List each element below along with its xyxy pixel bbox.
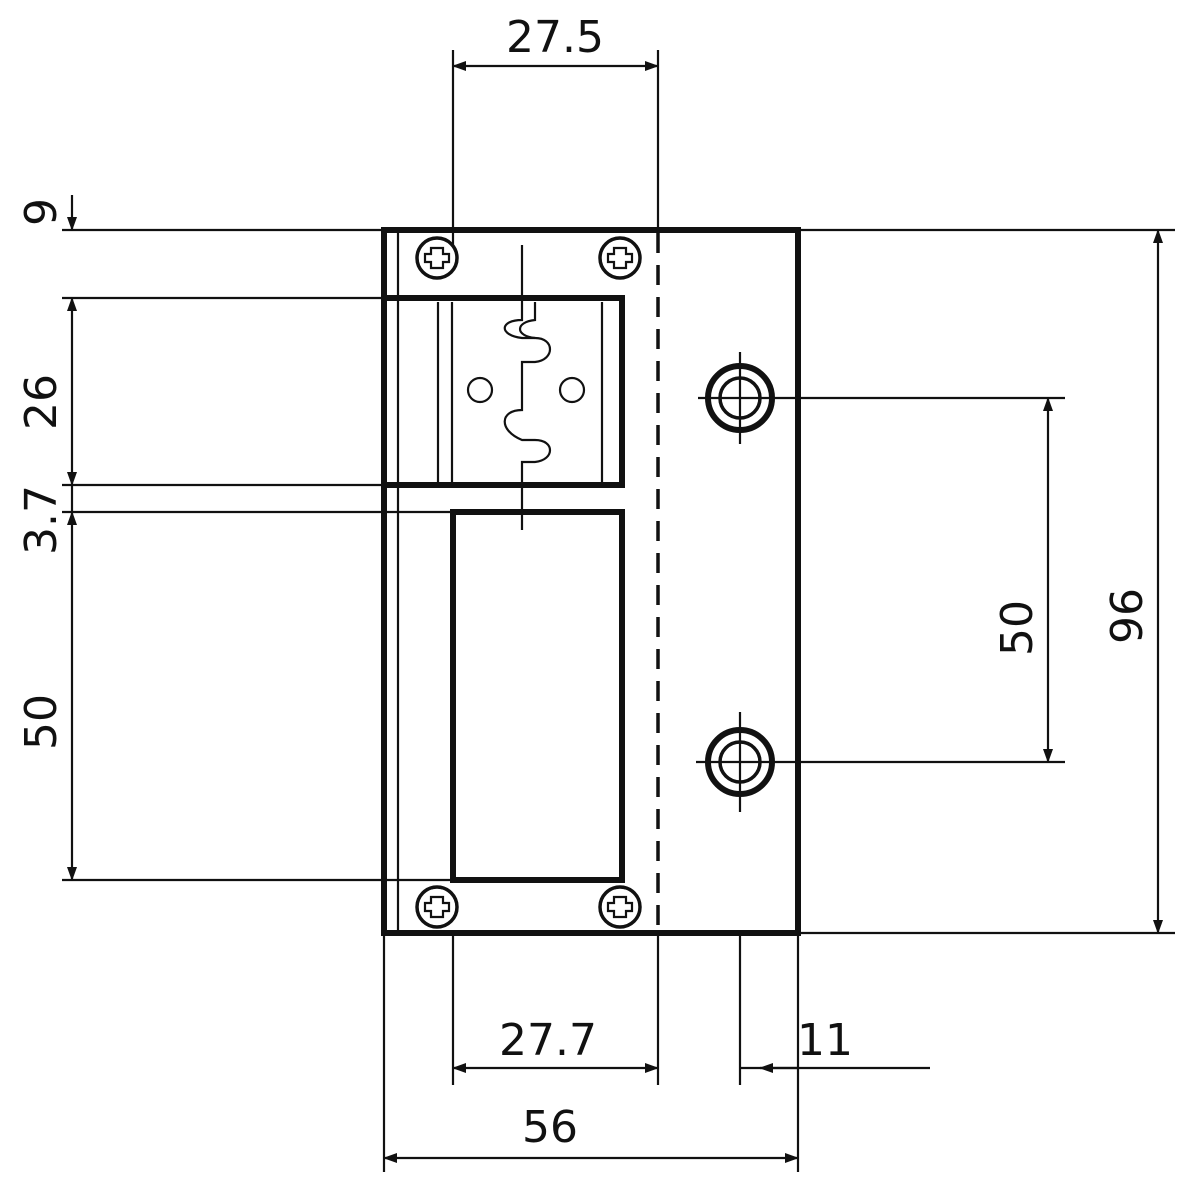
dim-right-offset: 11 (797, 1015, 853, 1066)
screw-icon (415, 236, 459, 280)
dim-total-width: 56 (522, 1102, 578, 1153)
dim-gap-height: 3.7 (16, 485, 67, 555)
extension-lines (62, 50, 1175, 1172)
plate-body (381, 227, 801, 936)
lower-opening (450, 509, 625, 883)
dim-hole-spacing: 50 (992, 600, 1043, 656)
dim-lower-opening-height: 50 (16, 694, 67, 750)
screw-icon (415, 885, 459, 929)
screw-icon (598, 885, 642, 929)
dim-upper-opening-height: 26 (16, 374, 67, 430)
mounting-hole-icon (696, 712, 782, 812)
dim-top-spacing: 27.5 (506, 12, 604, 63)
dimension-lines (67, 61, 1163, 1163)
upper-opening (384, 245, 625, 530)
mounting-hole-icon (698, 352, 782, 444)
dim-bottom-spacing: 27.7 (499, 1015, 597, 1066)
screw-icon (598, 236, 642, 280)
dim-top-margin: 9 (16, 198, 67, 226)
dim-total-height: 96 (1102, 588, 1153, 644)
